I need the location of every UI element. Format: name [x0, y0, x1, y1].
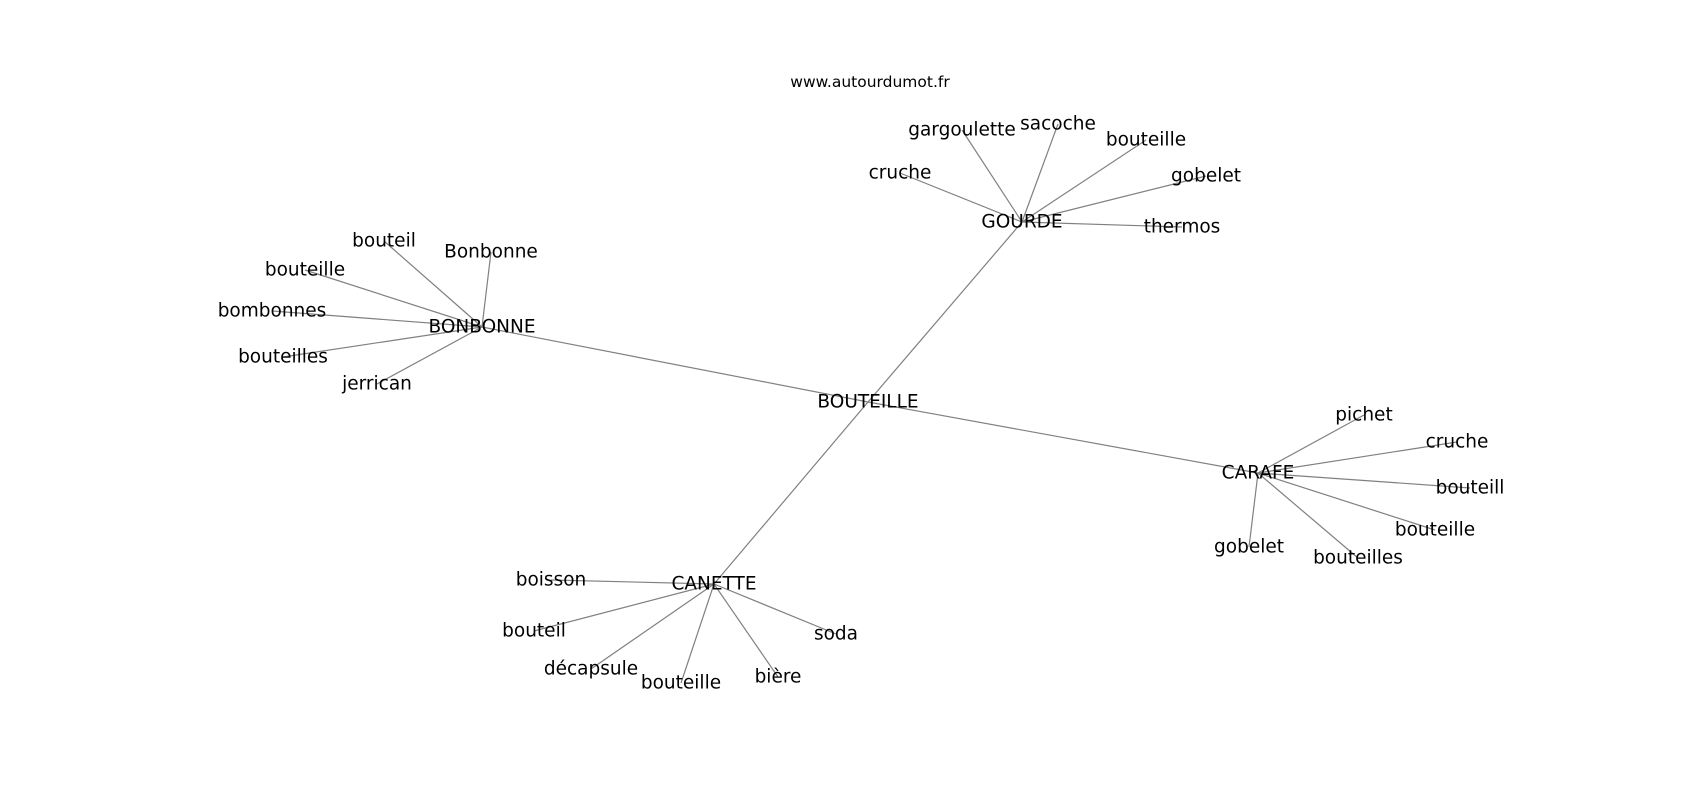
node-hub-gourde: GOURDE [981, 212, 1062, 233]
node-leaf-bonbonne-5: jerrican [341, 374, 412, 395]
edge-gourde-leaf-3 [899, 172, 1023, 223]
node-leaf-canette-4: bouteille [641, 673, 721, 694]
edge-canette-leaf-0 [550, 579, 715, 585]
edge-root-gourde [867, 221, 1023, 403]
edge-bonbonne-leaf-5 [376, 326, 483, 385]
node-leaf-gourde-2: bouteille [1106, 130, 1186, 151]
edge-bonbonne-leaf-0 [383, 240, 483, 328]
node-leaf-bonbonne-0: bouteil [352, 231, 416, 252]
edge-carafe-leaf-4 [1248, 472, 1259, 548]
edge-gourde-leaf-1 [1021, 123, 1059, 223]
edge-root-bonbonne [481, 326, 869, 403]
edge-root-carafe [867, 401, 1259, 474]
edge-canette-leaf-4 [680, 583, 715, 684]
node-root: BOUTEILLE [817, 392, 918, 413]
edge-carafe-leaf-5 [1257, 472, 1359, 559]
node-leaf-canette-3: décapsule [544, 659, 638, 680]
edge-bonbonne-leaf-1 [481, 251, 492, 328]
edge-carafe-leaf-2 [1257, 472, 1471, 489]
edge-canette-leaf-3 [590, 583, 715, 670]
node-hub-carafe: CARAFE [1222, 463, 1295, 484]
node-leaf-carafe-0: pichet [1335, 405, 1392, 426]
edge-carafe-leaf-1 [1257, 441, 1458, 474]
node-leaf-bonbonne-2: bouteille [265, 260, 345, 281]
node-leaf-gourde-5: thermos [1144, 217, 1221, 238]
node-leaf-carafe-5: bouteilles [1313, 548, 1403, 569]
edge-gourde-leaf-5 [1021, 221, 1183, 228]
edge-gourde-leaf-0 [961, 129, 1023, 223]
edge-canette-leaf-5 [713, 583, 779, 678]
node-leaf-gourde-1: sacoche [1020, 114, 1096, 135]
edge-bonbonne-leaf-4 [282, 326, 483, 358]
edge-carafe-leaf-3 [1257, 472, 1436, 531]
edge-carafe-leaf-0 [1257, 414, 1365, 474]
edge-canette-leaf-2 [713, 583, 837, 635]
node-leaf-bonbonne-4: bouteilles [238, 347, 328, 368]
graph-edges [271, 123, 1471, 684]
node-leaf-gourde-4: gobelet [1171, 166, 1241, 187]
node-leaf-canette-1: bouteil [502, 621, 566, 642]
node-hub-canette: CANETTE [671, 574, 756, 595]
node-leaf-bonbonne-1: Bonbonne [444, 242, 538, 263]
node-leaf-canette-5: bière [755, 667, 802, 688]
node-leaf-carafe-1: cruche [1426, 432, 1489, 453]
node-leaf-gourde-3: cruche [869, 163, 932, 184]
edge-bonbonne-leaf-2 [304, 269, 483, 328]
edge-gourde-leaf-4 [1021, 175, 1207, 223]
node-leaf-bonbonne-3: bombonnes [218, 301, 327, 322]
node-leaf-canette-2: soda [814, 624, 858, 645]
edge-gourde-leaf-2 [1021, 139, 1147, 223]
edge-bonbonne-leaf-3 [271, 310, 483, 328]
edge-canette-leaf-1 [533, 583, 715, 632]
node-hub-bonbonne: BONBONNE [428, 317, 535, 338]
node-leaf-carafe-4: gobelet [1214, 537, 1284, 558]
node-leaf-canette-0: boisson [516, 570, 587, 591]
node-leaf-carafe-3: bouteille [1395, 520, 1475, 541]
source-label: www.autourdumot.fr [790, 73, 950, 91]
edge-root-canette [713, 401, 869, 585]
node-leaf-gourde-0: gargoulette [908, 120, 1016, 141]
node-leaf-carafe-2: bouteill [1436, 478, 1505, 499]
